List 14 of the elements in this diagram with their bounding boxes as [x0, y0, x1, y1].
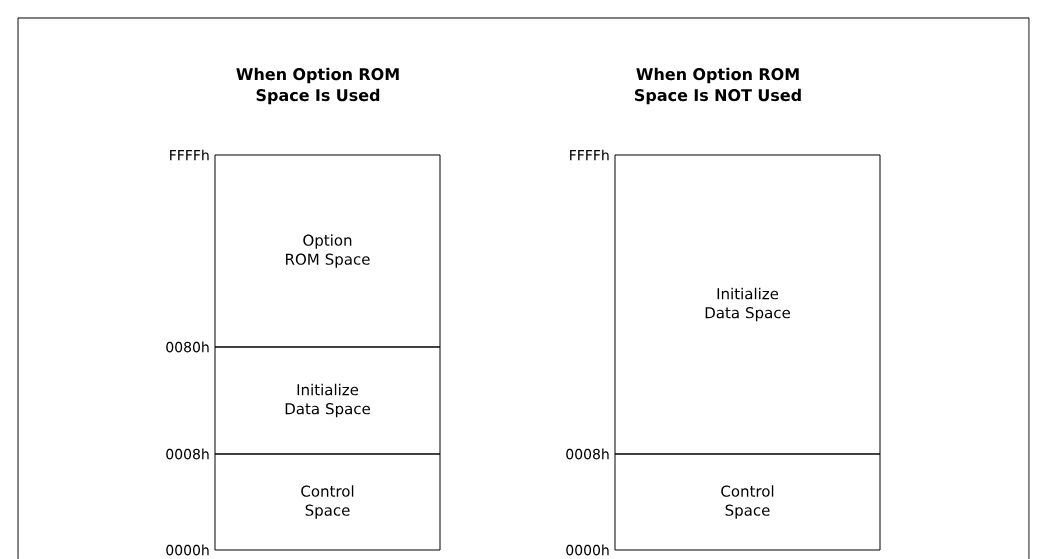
memory-region-box: Control Space — [614, 453, 881, 551]
address-label: 0000h — [166, 544, 209, 556]
address-label: 0008h — [566, 448, 609, 460]
address-label: 0080h — [166, 341, 209, 353]
address-label: 0008h — [166, 448, 209, 460]
memory-region-box: Control Space — [214, 453, 441, 551]
column-heading: When Option ROM Space Is Used — [236, 67, 399, 105]
address-label: 0000h — [566, 544, 609, 556]
address-label: FFFFh — [170, 149, 209, 161]
memory-region-box: Initialize Data Space — [214, 346, 441, 455]
address-label: FFFFh — [570, 149, 609, 161]
column-heading: When Option ROM Space Is NOT Used — [635, 67, 801, 105]
memory-region-box: Option ROM Space — [214, 154, 441, 348]
memory-region-box: Initialize Data Space — [614, 154, 881, 455]
